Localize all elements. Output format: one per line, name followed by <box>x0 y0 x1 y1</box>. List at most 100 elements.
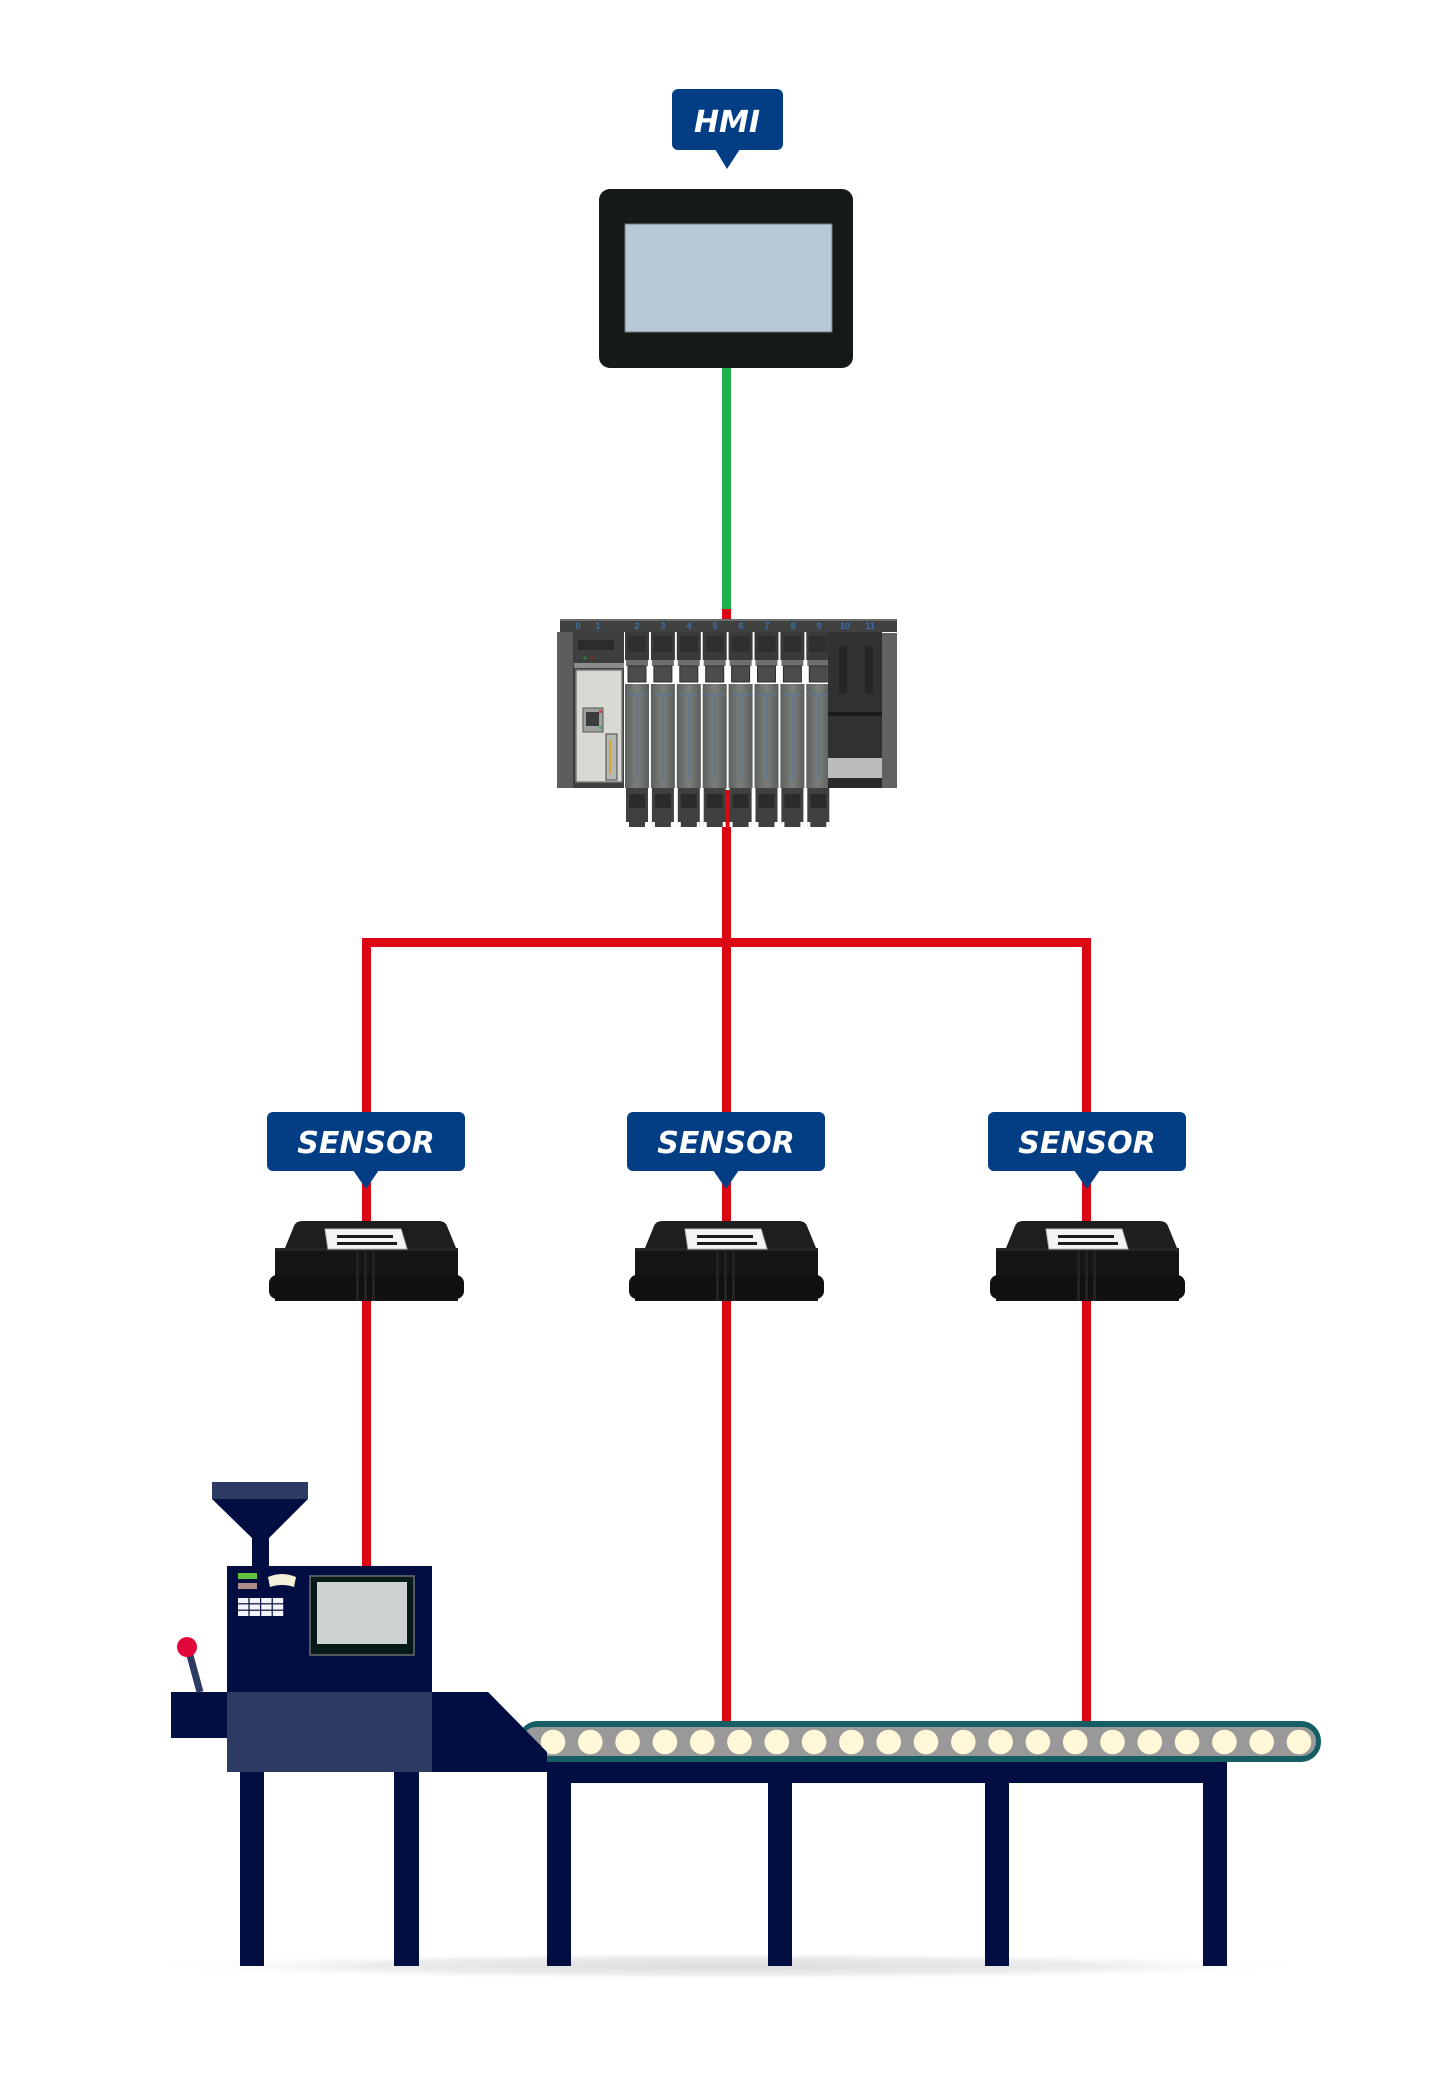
status-led-brown <box>238 1583 257 1589</box>
sensor-device[interactable] <box>990 1221 1185 1301</box>
conveyor-leg <box>985 1783 1009 1966</box>
plc-slot-number: 4 <box>686 621 691 631</box>
plc-io-module[interactable] <box>676 632 701 827</box>
sensor-label: SENSOR <box>657 1126 794 1161</box>
conveyor-roller <box>988 1729 1013 1755</box>
machine-lower-body <box>227 1692 432 1772</box>
conveyor-roller <box>615 1729 640 1755</box>
machine-left-block <box>171 1692 227 1738</box>
hopper-funnel <box>212 1499 308 1566</box>
plc-io-module[interactable] <box>728 632 753 827</box>
plc-left-endcap <box>557 632 573 788</box>
machine-leg <box>394 1772 419 1966</box>
hmi-screen[interactable] <box>624 223 833 333</box>
plc-slot-number: 2 <box>634 621 639 631</box>
plc-rack: 0 1 2 3 4 5 6 7 8 9 10 11 <box>557 619 897 827</box>
plc-io-module[interactable] <box>702 632 727 827</box>
plc-io-module[interactable] <box>754 632 779 827</box>
conveyor-leg <box>547 1783 571 1966</box>
keypad-key[interactable] <box>238 1598 249 1604</box>
keypad-key[interactable] <box>249 1604 260 1610</box>
keypad-key[interactable] <box>261 1604 272 1610</box>
plc-io-module[interactable] <box>806 632 831 827</box>
hmi-panel[interactable] <box>599 189 853 368</box>
plc-slot-number: 5 <box>712 621 717 631</box>
plc-slot-number: 7 <box>764 621 769 631</box>
conveyor-roller <box>876 1729 901 1755</box>
keypad[interactable] <box>238 1598 284 1616</box>
sensor-device[interactable] <box>629 1221 824 1301</box>
keypad-key[interactable] <box>238 1610 249 1616</box>
lever-knob[interactable] <box>177 1637 197 1657</box>
sensor-label: SENSOR <box>297 1126 434 1161</box>
keypad-key[interactable] <box>249 1598 260 1604</box>
plc-io-module[interactable] <box>650 632 675 827</box>
conveyor-roller <box>1212 1729 1237 1755</box>
conveyor-roller <box>839 1729 864 1755</box>
machine-leg <box>240 1772 264 1966</box>
conveyor-roller <box>540 1729 566 1755</box>
status-led-green <box>238 1573 257 1579</box>
cpu-led-red <box>590 656 594 660</box>
sensors: SENSOR SENSOR SENSOR <box>267 1112 1186 1301</box>
conveyor-roller <box>764 1729 790 1755</box>
plc-slot-number: 8 <box>790 621 795 631</box>
sensor-1[interactable]: SENSOR <box>267 1112 465 1301</box>
keypad-key[interactable] <box>272 1598 284 1604</box>
sensor-label-tag: SENSOR <box>627 1112 825 1189</box>
conveyor-roller <box>727 1729 752 1755</box>
conveyor-roller <box>1100 1729 1125 1755</box>
conveyor-roller <box>1286 1729 1312 1755</box>
conveyor <box>432 1692 1321 1966</box>
plc-trunk-link <box>722 790 731 947</box>
bus-drop-sensor-3 <box>1082 938 1091 1721</box>
keypad-key[interactable] <box>272 1604 284 1610</box>
keypad-key[interactable] <box>261 1598 272 1604</box>
hmi-group: HMI <box>599 89 853 368</box>
gauge-icon <box>268 1574 296 1587</box>
plc-cpu-module <box>573 632 624 788</box>
plc-slot-numbers: 0 1 2 3 4 5 6 7 8 9 10 11 <box>575 621 874 631</box>
plc-right-endcap <box>882 633 897 788</box>
plc-slot-number: 0 <box>575 621 580 631</box>
conveyor-leg <box>768 1783 792 1966</box>
conveyor-roller <box>652 1729 678 1755</box>
bus-drop-sensor-2 <box>722 938 731 1721</box>
hmi-label-tag: HMI <box>672 89 783 169</box>
keypad-key[interactable] <box>249 1610 260 1616</box>
conveyor-leg <box>1203 1783 1227 1966</box>
keypad-key[interactable] <box>261 1610 272 1616</box>
plc-slot-number: 9 <box>816 621 821 631</box>
plc-top-rail <box>560 619 897 632</box>
hmi-plc-link-red-end <box>722 609 731 620</box>
plc-io-module[interactable] <box>780 632 805 827</box>
keypad-key[interactable] <box>238 1604 249 1610</box>
hmi-label: HMI <box>694 105 760 140</box>
sensor-3[interactable]: SENSOR <box>988 1112 1186 1301</box>
plc-slot-number: 10 <box>840 621 850 631</box>
conveyor-roller <box>951 1729 976 1755</box>
sensor-label-tag: SENSOR <box>267 1112 465 1189</box>
sensor-label-tag: SENSOR <box>988 1112 1186 1189</box>
terminal-block-icon <box>605 733 618 781</box>
conveyor-roller <box>578 1729 603 1755</box>
plc-slot-number: 11 <box>865 621 875 631</box>
conveyor-rollers <box>540 1729 1312 1755</box>
hmi-plc-ethernet-link <box>722 368 731 610</box>
conveyor-roller <box>801 1729 827 1755</box>
conveyor-roller <box>1137 1729 1163 1755</box>
machine-screen[interactable] <box>317 1582 407 1644</box>
plc-slot-number: 3 <box>660 621 665 631</box>
cpu-led-green <box>583 656 587 660</box>
plc-slot-number: 1 <box>595 621 600 631</box>
sensor-device[interactable] <box>269 1221 464 1301</box>
hopper-top <box>212 1482 308 1499</box>
plc-empty-slots <box>828 632 882 788</box>
keypad-key[interactable] <box>272 1610 284 1616</box>
links <box>362 368 1091 1721</box>
plc-slot-number: 6 <box>738 621 743 631</box>
sensor-2[interactable]: SENSOR <box>627 1112 825 1301</box>
plc-io-module[interactable] <box>625 632 649 827</box>
conveyor-roller <box>913 1729 939 1755</box>
